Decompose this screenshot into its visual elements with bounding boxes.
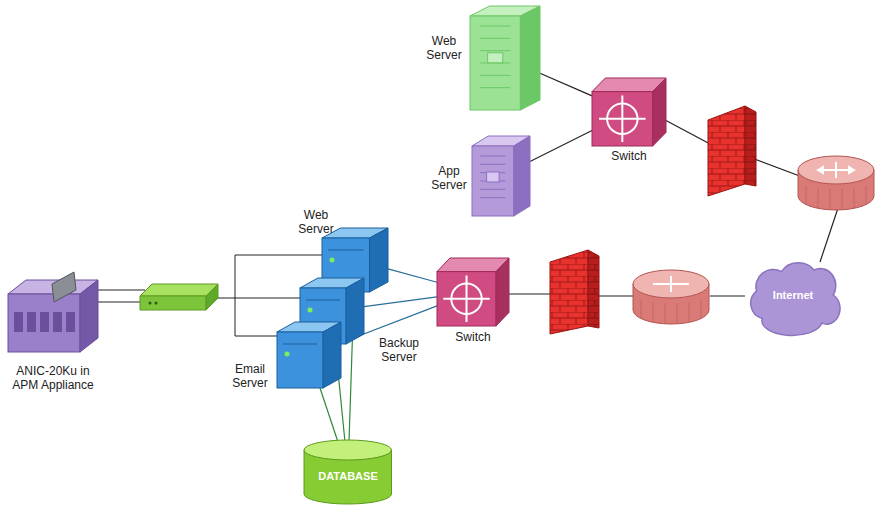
email-server-icon-art bbox=[277, 322, 341, 388]
switch-icon: Switch bbox=[592, 78, 666, 146]
database-cylinder: DATABASE bbox=[304, 440, 391, 504]
apm-appliance-icon: ANIC-20Ku in APM Appliance bbox=[8, 280, 98, 352]
network-tap-icon bbox=[140, 284, 218, 310]
switch-icon-art bbox=[592, 78, 666, 146]
switch-icon-art bbox=[437, 258, 509, 326]
node-label: Switch bbox=[592, 149, 666, 163]
web-server-icon-art bbox=[470, 6, 540, 110]
tap-wire bbox=[82, 255, 325, 336]
network-link bbox=[364, 297, 437, 307]
email-server-icon: Email Server bbox=[277, 322, 341, 388]
node-label: Web Server bbox=[424, 34, 464, 62]
internet-cloud: Internet bbox=[745, 256, 841, 334]
node-label: App Server bbox=[430, 164, 468, 192]
network-link bbox=[530, 131, 592, 162]
network-link bbox=[540, 73, 592, 96]
node-label: Web Server bbox=[296, 208, 336, 236]
node-label: ANIC-20Ku in APM Appliance bbox=[4, 364, 102, 392]
app-server-icon: App Server bbox=[472, 136, 530, 216]
node-label: Backup Server bbox=[376, 336, 422, 364]
switch-icon: Switch bbox=[437, 258, 509, 326]
network-link bbox=[388, 269, 437, 282]
router-icon bbox=[798, 156, 874, 210]
node-inner-label: DATABASE bbox=[304, 470, 391, 482]
node-inner-label: Internet bbox=[745, 289, 841, 301]
web-server-icon: Web Server bbox=[470, 6, 540, 110]
network-link bbox=[320, 388, 337, 440]
node-label: Email Server bbox=[229, 362, 271, 390]
router-icon bbox=[633, 270, 709, 324]
firewall-icon bbox=[708, 106, 756, 196]
app-server-icon-art bbox=[472, 136, 530, 216]
node-label: Switch bbox=[437, 330, 509, 344]
firewall-icon bbox=[550, 250, 599, 334]
apm-appliance-icon-art bbox=[8, 280, 98, 352]
